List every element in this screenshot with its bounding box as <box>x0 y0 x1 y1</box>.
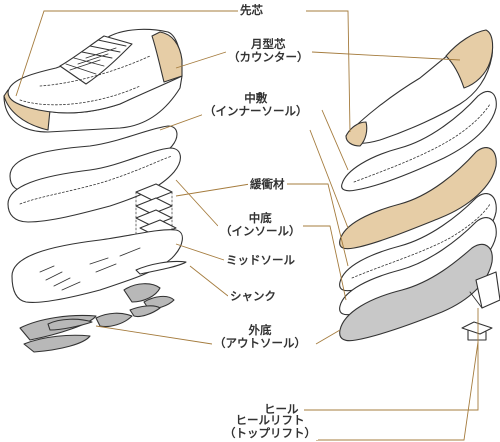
leader-lines <box>15 10 479 441</box>
label-outsole-line1: 外底 <box>248 323 272 337</box>
label-heel-lift-line2: （トップリフト） <box>224 426 316 440</box>
right-counter <box>445 29 494 89</box>
label-heel-counter: 月型芯 （カウンター） <box>226 38 311 64</box>
label-inner-sole-line1: 中敷 <box>244 91 268 105</box>
label-heel-counter-line2: （カウンター） <box>228 50 309 64</box>
label-cushioning: 緩衝材 <box>248 178 287 191</box>
label-heel-counter-line1: 月型芯 <box>251 37 286 51</box>
heel-lift-piece <box>461 321 493 341</box>
label-shank: シャンク <box>228 290 278 303</box>
label-midsole-text: ミッドソール <box>226 253 295 267</box>
left-outsole-treads <box>19 283 175 353</box>
left-midsole-grooves <box>39 247 141 291</box>
shank-piece <box>135 260 187 275</box>
shoe-stitching <box>19 55 151 106</box>
shoe-heel-counter <box>151 31 183 83</box>
label-heel-lift: ヒールリフト （トップリフト） <box>222 414 318 440</box>
label-heel-text: ヒール <box>264 402 299 416</box>
label-toe-box-text: 先芯 <box>240 3 263 17</box>
label-inner-sole: 中敷 （インナーソール） <box>202 92 310 118</box>
label-toe-box: 先芯 <box>238 4 265 17</box>
label-outsole: 外底 （アウトソール） <box>212 324 308 350</box>
label-outsole-line2: （アウトソール） <box>214 336 306 350</box>
label-shank-text: シャンク <box>230 289 276 303</box>
right-inner-insole <box>341 91 497 192</box>
label-insole: 中底 （インソール） <box>218 212 303 238</box>
label-cushioning-text: 緩衝材 <box>250 177 285 191</box>
shoe-illustration <box>3 28 183 133</box>
label-insole-line2: （インソール） <box>220 224 301 238</box>
right-outsole <box>339 244 493 342</box>
heel-block <box>475 271 500 309</box>
label-inner-sole-line2: （インナーソール） <box>204 104 308 118</box>
label-heel: ヒール <box>262 403 301 416</box>
label-insole-line1: 中底 <box>248 211 272 225</box>
right-beige-insole <box>339 147 497 250</box>
shoe-laces <box>65 39 127 75</box>
right-toe-cap <box>345 121 368 147</box>
shoe-lace-panel <box>59 35 133 85</box>
label-heel-lift-line1: ヒールリフト <box>235 413 305 427</box>
label-midsole: ミッドソール <box>224 254 297 267</box>
